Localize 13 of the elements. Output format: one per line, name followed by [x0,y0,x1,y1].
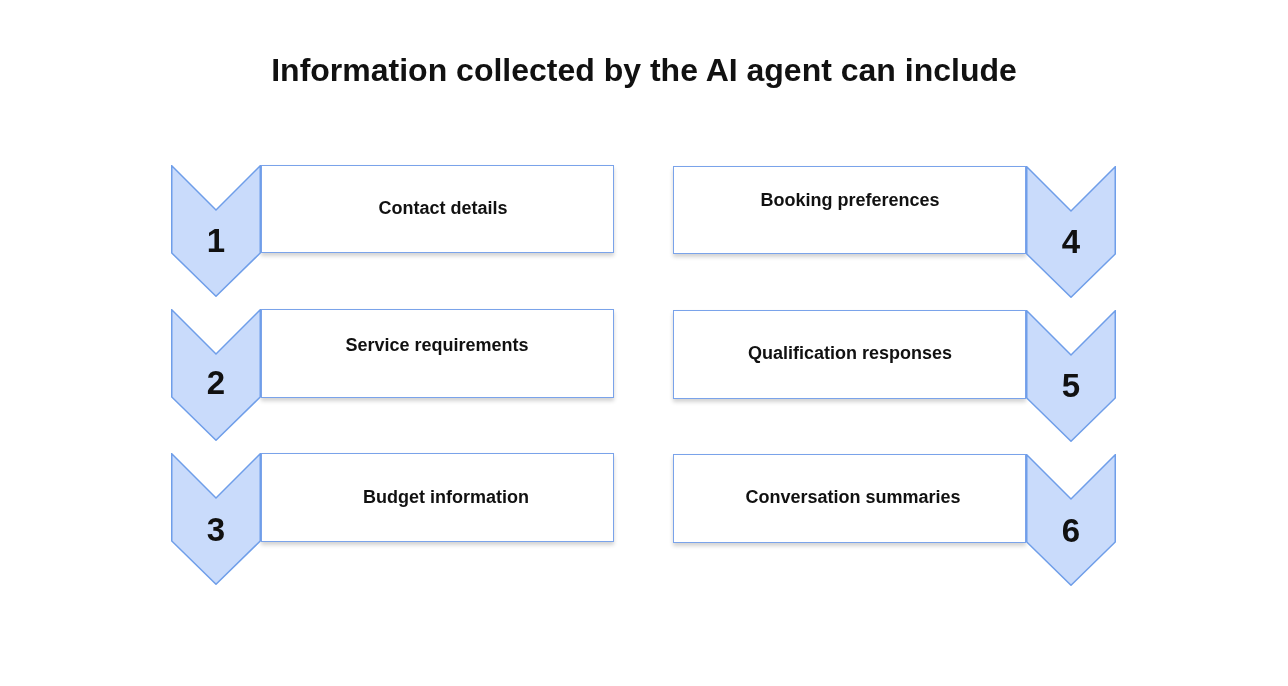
step-number: 1 [206,223,226,259]
item-label: Booking preferences [760,189,940,211]
item-label: Budget information [363,486,529,508]
step-number: 6 [1061,513,1081,549]
step-number: 4 [1061,224,1081,260]
step-number: 2 [206,365,226,401]
step-number: 5 [1061,368,1081,404]
item-label: Conversation summaries [745,486,961,508]
item-label: Contact details [378,197,508,219]
item-label: Service requirements [345,334,529,356]
step-number: 3 [206,512,226,548]
item-label: Qualification responses [747,342,953,364]
title: Information collected by the AI agent can include [271,51,1017,90]
